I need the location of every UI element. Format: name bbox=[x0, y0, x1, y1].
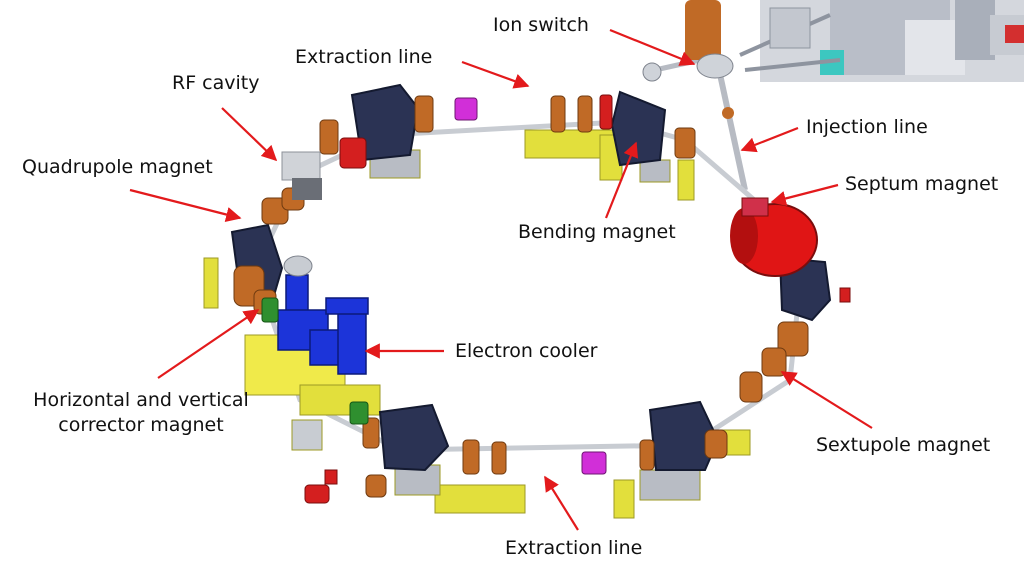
arrow-ion-switch bbox=[609, 28, 696, 66]
label-extraction-line-bottom: Extraction line bbox=[505, 537, 643, 559]
label-rf-cavity: RF cavity bbox=[172, 72, 260, 94]
arrow-injection-line bbox=[740, 126, 799, 153]
rf-cavity-and-red-elements bbox=[304, 94, 851, 504]
label-electron-cooler: Electron cooler bbox=[455, 340, 598, 362]
label-quadrupole-magnet: Quadrupole magnet bbox=[22, 156, 213, 178]
septum-magnet-shape bbox=[730, 197, 818, 277]
arrow-sextupole-magnet bbox=[780, 371, 873, 429]
arrow-rf-cavity bbox=[221, 107, 278, 162]
label-septum-magnet: Septum magnet bbox=[845, 173, 999, 195]
annotation-arrows bbox=[129, 28, 873, 531]
electron-gun-top bbox=[283, 255, 313, 277]
label-extraction-line-top: Extraction line bbox=[295, 46, 433, 68]
label-corrector-magnet: Horizontal and vertical corrector magnet bbox=[18, 388, 264, 438]
kicker-elements bbox=[454, 97, 607, 475]
ion-source-building bbox=[739, 0, 1024, 82]
rf-cavity-housing bbox=[281, 151, 321, 181]
arrow-quadrupole-magnet bbox=[129, 188, 242, 223]
label-sextupole-magnet: Sextupole magnet bbox=[816, 434, 991, 456]
corrector-magnets bbox=[261, 297, 369, 425]
arrow-extraction-line-bottom bbox=[544, 475, 579, 531]
label-ion-switch: Ion switch bbox=[493, 14, 589, 36]
label-corrector-magnet-line1: Horizontal and vertical bbox=[33, 389, 249, 411]
label-corrector-magnet-line2: corrector magnet bbox=[58, 414, 224, 436]
electron-cooler-shape bbox=[277, 274, 369, 375]
arrow-corrector-magnet bbox=[157, 309, 260, 379]
arrow-extraction-line-top bbox=[461, 60, 530, 89]
label-bending-magnet: Bending magnet bbox=[518, 221, 676, 243]
label-injection-line: Injection line bbox=[806, 116, 928, 138]
arrow-bending-magnet bbox=[604, 141, 639, 219]
rf-cavity-body bbox=[292, 178, 322, 200]
arrow-septum-magnet bbox=[770, 183, 839, 206]
